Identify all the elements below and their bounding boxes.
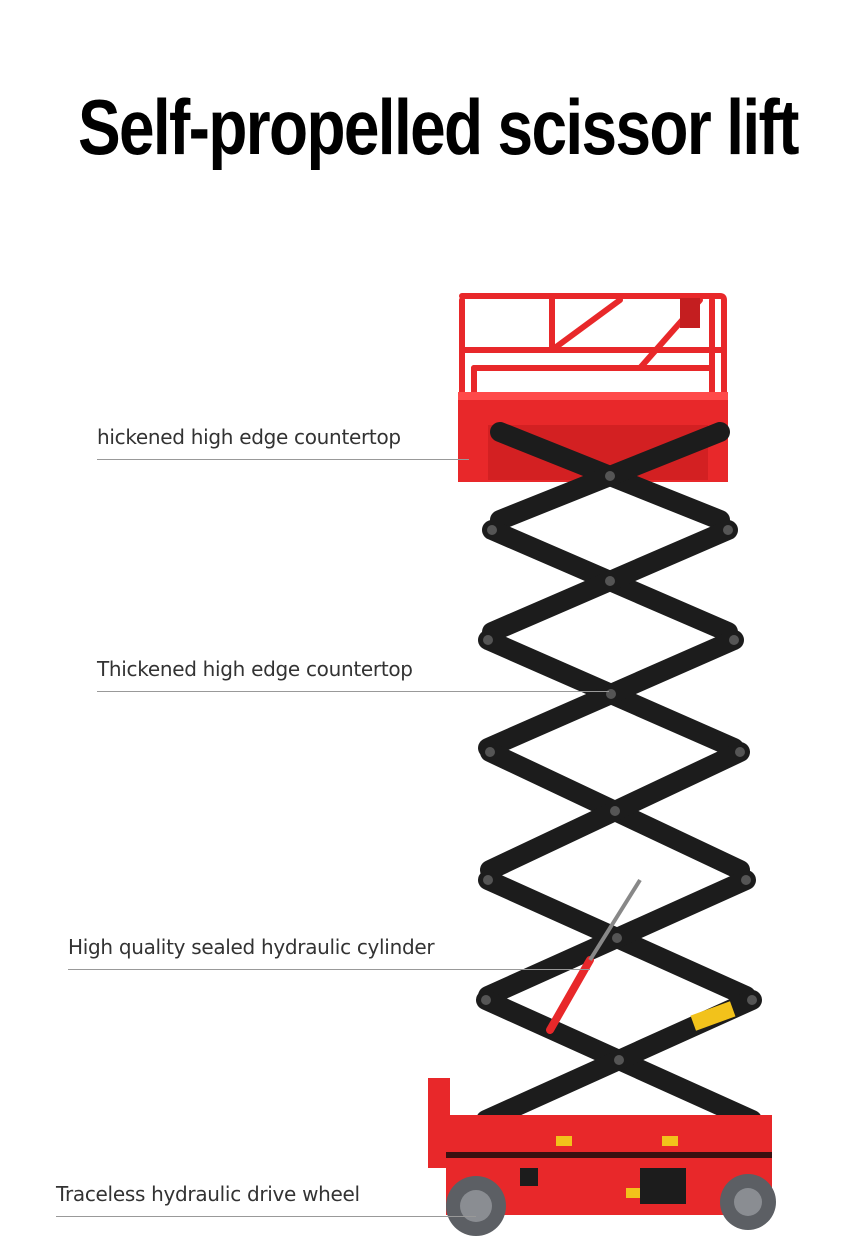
hydraulic-cylinder xyxy=(546,956,594,1034)
callout-1: hickened high edge countertop xyxy=(97,425,469,460)
drive-wheel-front xyxy=(720,1174,776,1230)
scissor-pivots xyxy=(481,471,757,1065)
callout-4: Traceless hydraulic drive wheel xyxy=(56,1182,476,1217)
callout-line xyxy=(56,1216,476,1217)
callout-label: hickened high edge countertop xyxy=(97,425,401,449)
callout-label: High quality sealed hydraulic cylinder xyxy=(68,935,435,959)
callout-label: Thickened high edge countertop xyxy=(97,657,413,681)
page-title: Self-propelled scissor lift xyxy=(77,83,800,171)
control-box-icon xyxy=(680,298,700,328)
callout-line xyxy=(97,691,609,692)
callout-3: High quality sealed hydraulic cylinder xyxy=(68,935,590,970)
callout-line xyxy=(97,459,469,460)
base-control-panel xyxy=(640,1168,686,1204)
warning-label-icon xyxy=(690,1001,736,1031)
drive-wheel-rear xyxy=(446,1176,506,1236)
base-rear-post xyxy=(428,1078,450,1168)
callout-2: Thickened high edge countertop xyxy=(97,657,609,692)
callout-label: Traceless hydraulic drive wheel xyxy=(56,1182,360,1206)
callout-line xyxy=(68,969,590,970)
